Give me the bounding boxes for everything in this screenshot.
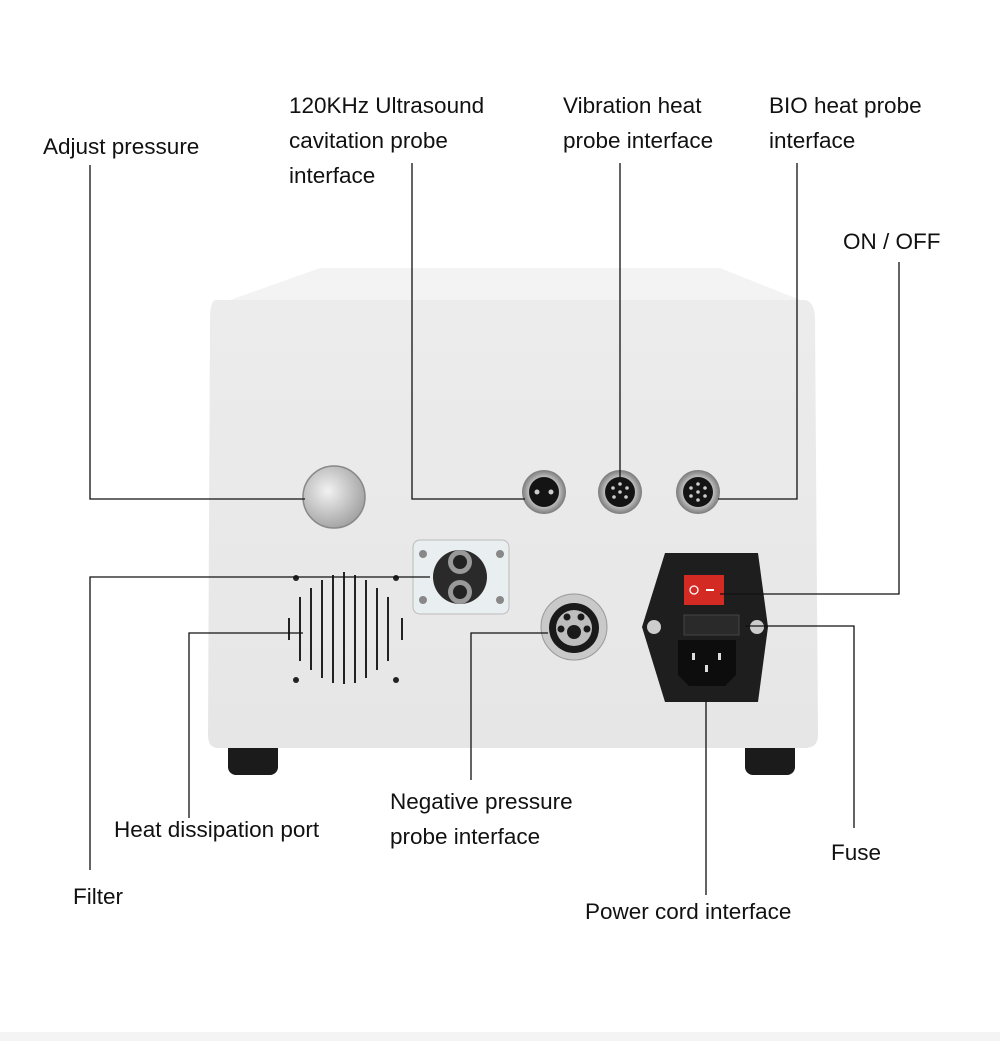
label-line: Vibration heat	[563, 93, 702, 118]
foot-right	[745, 740, 795, 775]
leader-adjust-pressure	[89, 165, 305, 500]
negative-pressure-connector	[540, 593, 608, 661]
power-socket	[678, 640, 736, 686]
leader-lines	[89, 163, 900, 895]
label-adjust-pressure: Adjust pressure	[43, 134, 200, 159]
bio-connector	[676, 470, 720, 514]
label-fuse: Fuse	[831, 840, 882, 865]
device-lid	[230, 268, 800, 300]
leader-fuse	[745, 625, 855, 828]
label-bio: BIO heat probe interface	[769, 88, 922, 158]
label-filter: Filter	[73, 884, 123, 909]
vibration-connector	[598, 470, 642, 514]
leader-on-off	[720, 262, 900, 595]
pressure-knob	[302, 465, 366, 529]
label-line: probe interface	[563, 128, 714, 153]
leader-bio	[718, 163, 798, 500]
fuse-holder	[683, 614, 740, 636]
heat-vent	[288, 572, 403, 684]
power-switch	[684, 575, 724, 605]
filter-port	[412, 539, 510, 615]
label-line: cavitation probe	[289, 128, 448, 153]
label-line: Negative pressure	[390, 789, 573, 814]
leader-filter	[89, 576, 430, 870]
leader-negative-pressure	[470, 632, 548, 780]
bottom-band	[0, 1032, 1000, 1041]
label-cavitation: 120KHz Ultrasound cavitation probe inter…	[289, 88, 484, 193]
label-negative-pressure: Negative pressure probe interface	[390, 784, 573, 854]
label-line: interface	[289, 163, 376, 188]
power-module	[642, 553, 768, 702]
leader-cavitation	[411, 163, 525, 500]
label-line: probe interface	[390, 824, 541, 849]
leader-heat-port	[188, 632, 303, 818]
label-line: interface	[769, 128, 856, 153]
label-power-cord: Power cord interface	[585, 899, 792, 924]
cavitation-connector	[522, 470, 566, 514]
label-heat-port: Heat dissipation port	[114, 817, 320, 842]
label-line: BIO heat probe	[769, 93, 922, 118]
label-on-off: ON / OFF	[843, 229, 941, 254]
label-vibration: Vibration heat probe interface	[563, 88, 713, 158]
label-line: 120KHz Ultrasound	[289, 93, 485, 118]
foot-left	[228, 740, 278, 775]
